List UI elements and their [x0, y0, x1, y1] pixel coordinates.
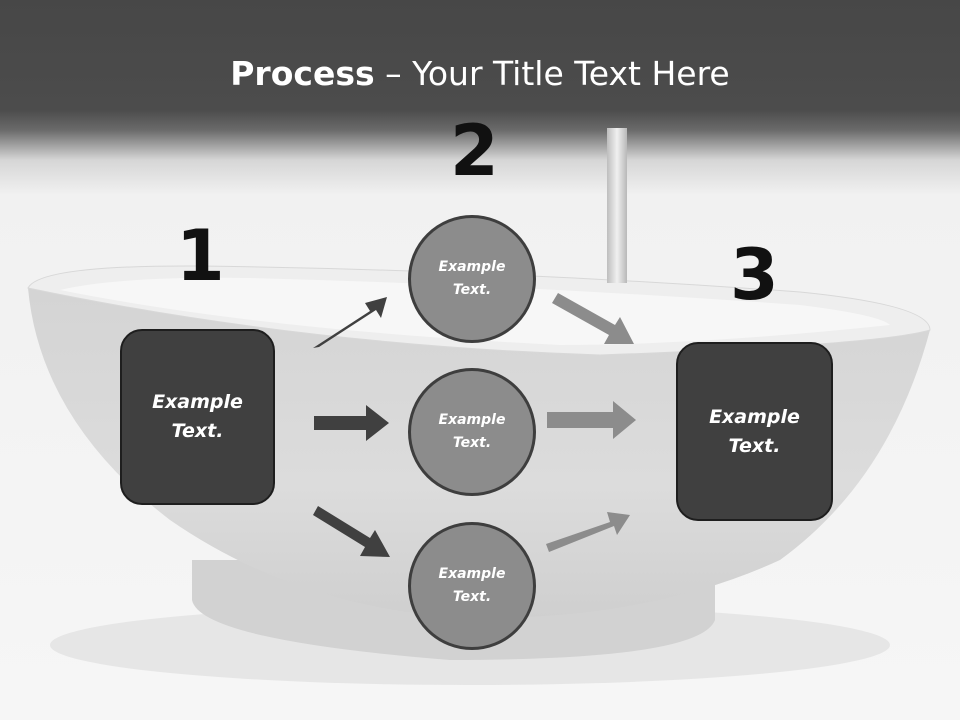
- step-number-3: 3: [730, 234, 779, 316]
- circle-top: Example Text.: [408, 215, 536, 343]
- arrow-middle-to-right: [547, 401, 636, 439]
- circle-bottom-text: Example Text.: [438, 566, 506, 605]
- circle-top-text: Example Text.: [438, 259, 506, 298]
- arrow-left-to-bottom: [313, 506, 390, 557]
- arrow-left-to-top: [313, 297, 387, 348]
- step-number-1: 1: [176, 215, 225, 297]
- arrow-top-to-right: [552, 293, 634, 344]
- faucet-pipe: [607, 128, 627, 283]
- circle-bottom: Example Text.: [408, 522, 536, 650]
- arrow-bottom-to-right: [546, 512, 630, 552]
- left-step-box-text: Example Text.: [152, 391, 243, 442]
- title-rest: – Your Title Text Here: [374, 54, 730, 93]
- right-step-box-text: Example Text.: [709, 405, 800, 457]
- step-number-2: 2: [450, 110, 499, 192]
- title-bold: Process: [230, 54, 375, 93]
- slide-title: Process – Your Title Text Here: [0, 52, 960, 96]
- circle-middle-text: Example Text.: [438, 412, 506, 451]
- right-step-box: Example Text.: [676, 342, 833, 521]
- left-step-box: Example Text.: [120, 329, 275, 505]
- arrow-left-to-middle: [314, 405, 389, 441]
- circle-middle: Example Text.: [408, 368, 536, 496]
